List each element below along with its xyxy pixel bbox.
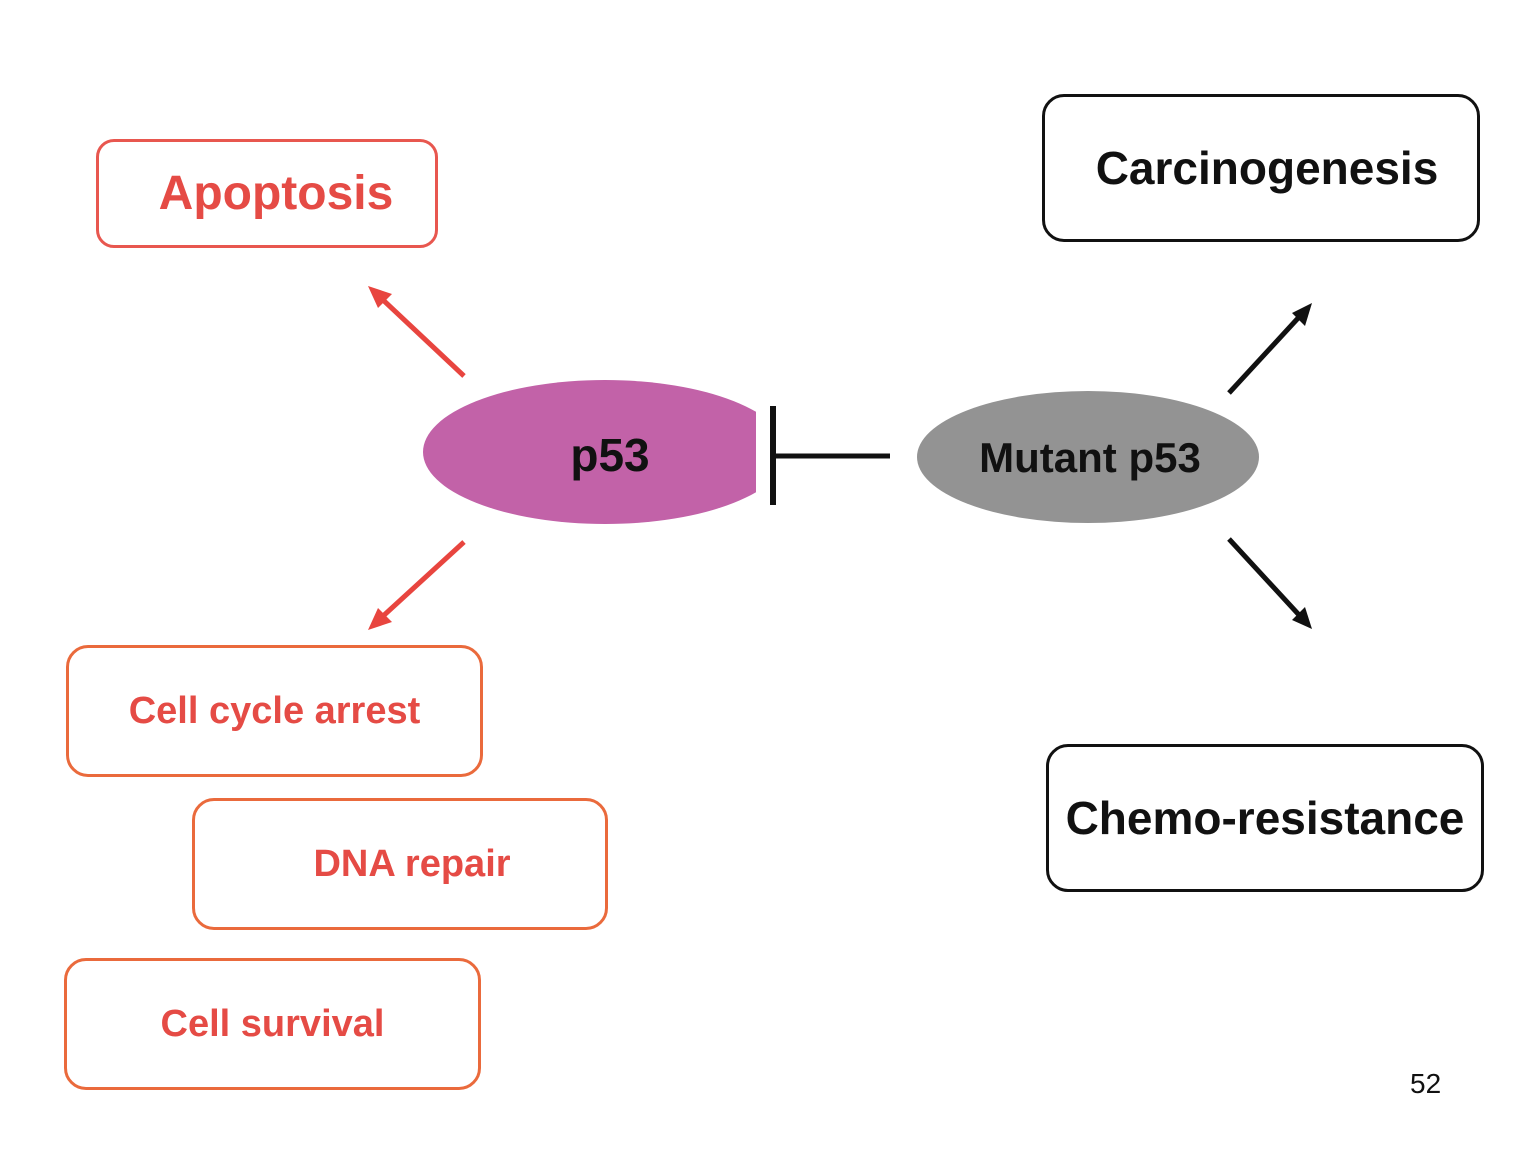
p53-node-shape [423, 380, 756, 524]
cell-cycle-arrest-label: Cell cycle arrest [128, 689, 421, 732]
mutant-p53-node-shape [917, 391, 1259, 523]
mutant-p53-node-label: Mutant p53 [979, 434, 1201, 481]
dna-repair-label: DNA repair [313, 842, 511, 885]
apoptosis-box: Apoptosis [96, 139, 438, 248]
dna-repair-box: DNA repair [192, 798, 608, 930]
carcinogenesis-box: Carcinogenesis [1042, 94, 1480, 242]
arrow-mutant-to-carcinogenesis [1227, 303, 1312, 395]
carcinogenesis-label: Carcinogenesis [1095, 142, 1439, 194]
chemo-resistance-box: Chemo-resistance [1046, 744, 1484, 892]
cell-survival-label: Cell survival [160, 1002, 385, 1045]
page-number: 52 [1410, 1068, 1442, 1099]
arrow-p53-to-cell-cycle-arrest [368, 540, 466, 630]
arrow-p53-to-apoptosis [368, 286, 466, 378]
cell-cycle-arrest-box: Cell cycle arrest [66, 645, 483, 777]
arrow-mutant-to-chemo-resistance [1227, 537, 1312, 629]
cell-survival-box: Cell survival [64, 958, 481, 1090]
p53-node-label: p53 [570, 429, 650, 481]
chemo-resistance-label: Chemo-resistance [1065, 792, 1465, 844]
apoptosis-label: Apoptosis [158, 167, 394, 220]
